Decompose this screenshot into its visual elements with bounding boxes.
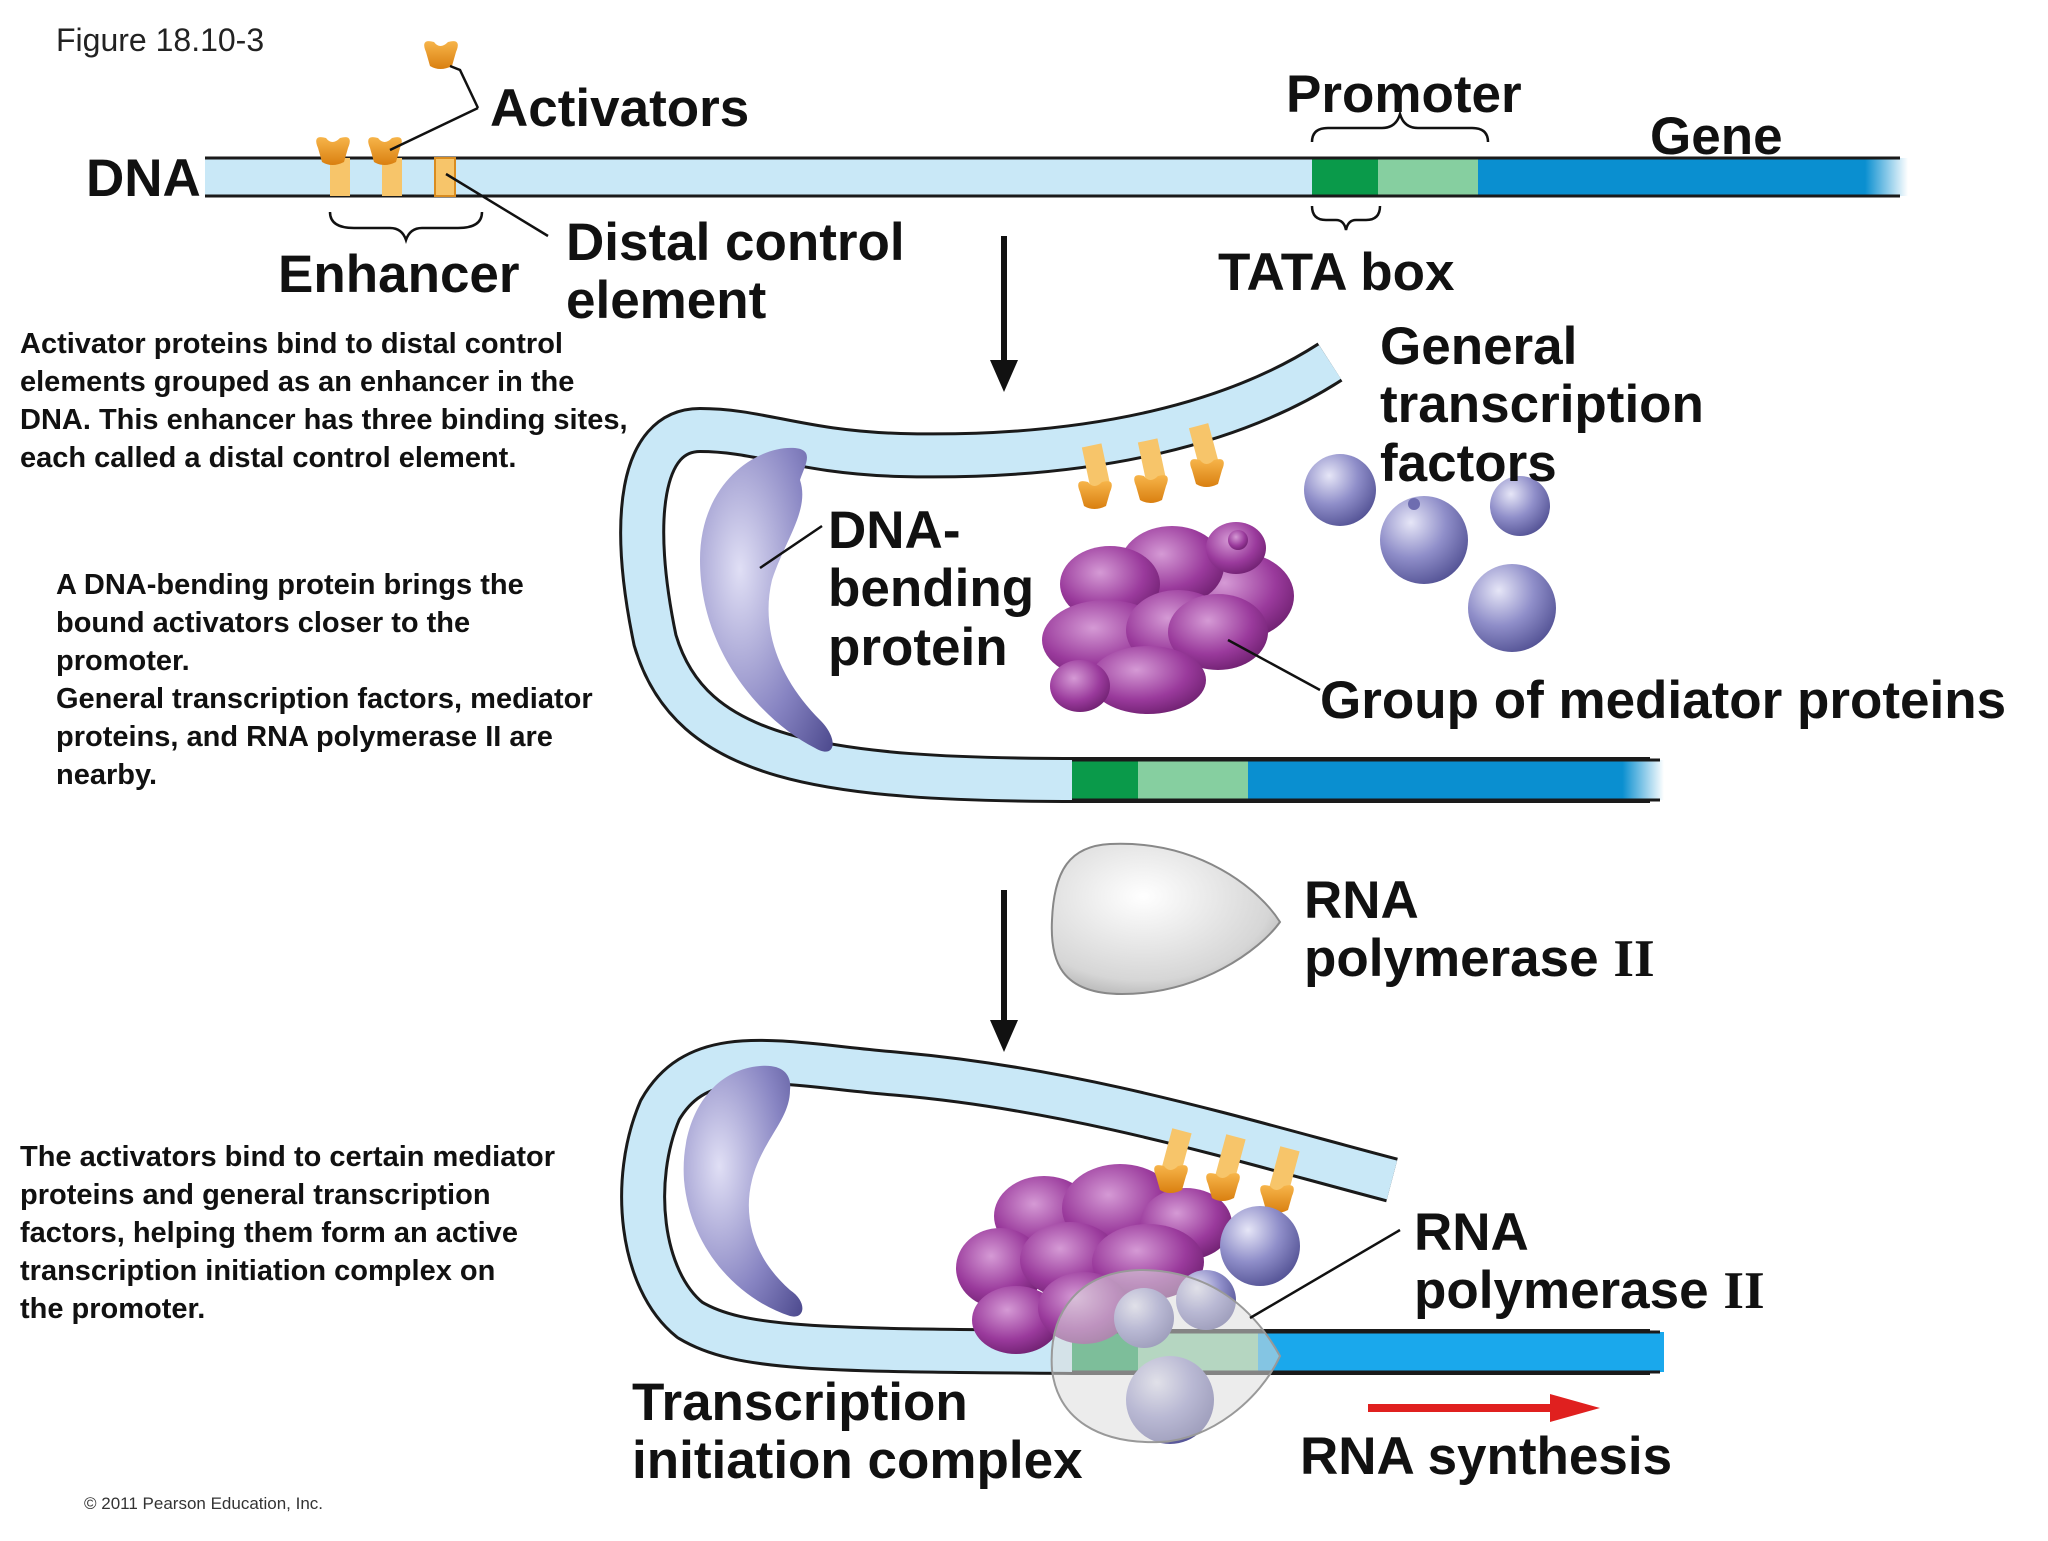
enhancer-brace [328,211,484,244]
dna-bending-protein-label: DNA- bending protein [828,501,1035,677]
distal-control-element [1081,443,1111,489]
panel-1-dna [205,41,1908,244]
activator-protein [316,137,350,165]
distal-control-element [1160,1128,1192,1178]
panel-3 [620,1038,1664,1444]
rna-word: RNA [1304,871,1419,930]
step-3-caption: The activators bind to certain mediator … [20,1141,555,1325]
distal-control-element [1137,438,1167,484]
activator-protein [368,137,402,165]
distal-control-element [1188,423,1220,469]
distal-control-element [1268,1146,1300,1196]
panel-2 [619,342,1664,803]
figure-number: Figure 18.10-3 [56,22,265,58]
bent-dna [623,1041,1650,1372]
polymerase-word: polymerase [1304,929,1614,989]
gene-region [1248,760,1664,800]
dna-bending-protein [700,447,833,752]
general-transcription-factor [1380,496,1468,584]
gene-label: Gene [1650,107,1783,166]
rna-polymerase-label-1: RNA polymerase II [1304,871,1655,989]
dna-label: DNA [86,149,201,208]
gene-region [1258,1332,1664,1372]
promoter-label: Promoter [1286,65,1522,124]
activator-protein [1134,475,1168,503]
general-transcription-factor [1304,454,1376,526]
rna-polymerase-ii [1050,842,1282,996]
rna-synthesis-label: RNA synthesis [1300,1427,1673,1486]
bent-dna [622,345,1650,800]
activator-protein [1260,1185,1294,1213]
distal-control-element [1214,1134,1246,1184]
activator-protein [424,41,458,69]
activator-protein [1154,1165,1188,1193]
promoter-region [1378,158,1478,196]
general-transcription-factors-label: General transcription factors [1380,317,1704,493]
step-2-caption: A DNA-bending protein brings the bound a… [56,569,593,791]
copyright: © 2011 Pearson Education, Inc. [84,1494,324,1513]
promoter-brace [1310,109,1490,143]
dna-bending-protein [683,1065,803,1317]
general-transcription-factor [1490,476,1550,536]
activator-protein [1078,481,1112,509]
step-arrow-2 [990,890,1018,1052]
mediator-protein-group [1042,522,1294,714]
tata-box-label: TATA box [1218,243,1455,302]
tata-box-region [1072,760,1138,800]
general-transcription-factor [1468,564,1556,652]
activator-protein [1190,459,1224,487]
gene-region [1478,158,1908,196]
rna-word: RNA [1414,1203,1529,1262]
enhancer-label: Enhancer [278,245,520,304]
tata-box-region [1312,158,1378,196]
mediator-proteins-label: Group of mediator proteins [1320,671,2007,730]
rna-polymerase-label-2: RNA polymerase II [1414,1203,1765,1321]
rna-polymerase-ii [1050,1268,1282,1444]
activator-protein [1206,1173,1240,1201]
activators-label: Activators [490,79,750,138]
step-arrow-1 [990,236,1018,392]
dna-strand [205,158,1320,196]
distal-control-element [382,158,402,196]
tata-brace [1310,205,1382,231]
step-1-caption: Activator proteins bind to distal contro… [20,328,628,474]
transcription-initiation-complex-label: Transcription initiation complex [632,1373,1083,1491]
polymerase-word: polymerase [1414,1261,1724,1321]
distal-control-element [434,157,456,197]
promoter-region [1138,760,1248,800]
roman-two: II [1613,930,1655,989]
roman-two: II [1723,1262,1765,1321]
distal-control-element [330,158,350,196]
distal-control-element-label: Distal control element [566,213,905,331]
general-transcription-factor [1220,1206,1300,1286]
